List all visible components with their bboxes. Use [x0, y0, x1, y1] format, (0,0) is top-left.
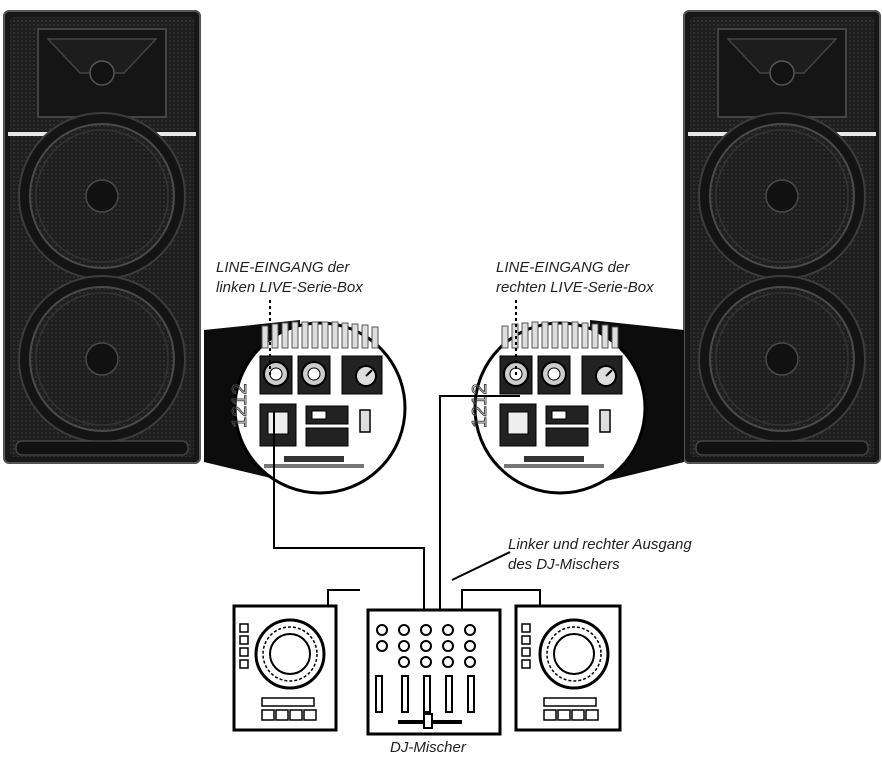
left-speaker [4, 11, 200, 463]
right-speaker [684, 11, 880, 463]
right-panel-callout [467, 320, 684, 495]
right-input-label-line1: LINE-EINGANG der [496, 259, 630, 276]
right-dj-controller [514, 604, 622, 732]
left-input-label-line1: LINE-EINGANG der [216, 259, 350, 276]
left-dj-controller [232, 604, 338, 732]
right-input-label: LINE-EINGANG der rechten LIVE-Serie-Box [496, 258, 654, 298]
dj-mixer-label: DJ-Mischer [390, 738, 466, 758]
left-input-label-line2: linken LIVE-Serie-Box [216, 279, 363, 296]
mixer-output-label: Linker und rechter Ausgang des DJ-Mische… [508, 535, 692, 575]
left-input-label: LINE-EINGANG der linken LIVE-Serie-Box [216, 258, 363, 298]
dj-mixer-label-text: DJ-Mischer [390, 739, 466, 756]
right-input-label-line2: rechten LIVE-Serie-Box [496, 279, 654, 296]
left-panel-callout [204, 320, 407, 495]
mixer-output-label-line2: des DJ-Mischers [508, 556, 620, 573]
dj-mixer [366, 608, 502, 736]
mixer-output-label-line1: Linker und rechter Ausgang [508, 536, 692, 553]
cables [273, 395, 541, 612]
